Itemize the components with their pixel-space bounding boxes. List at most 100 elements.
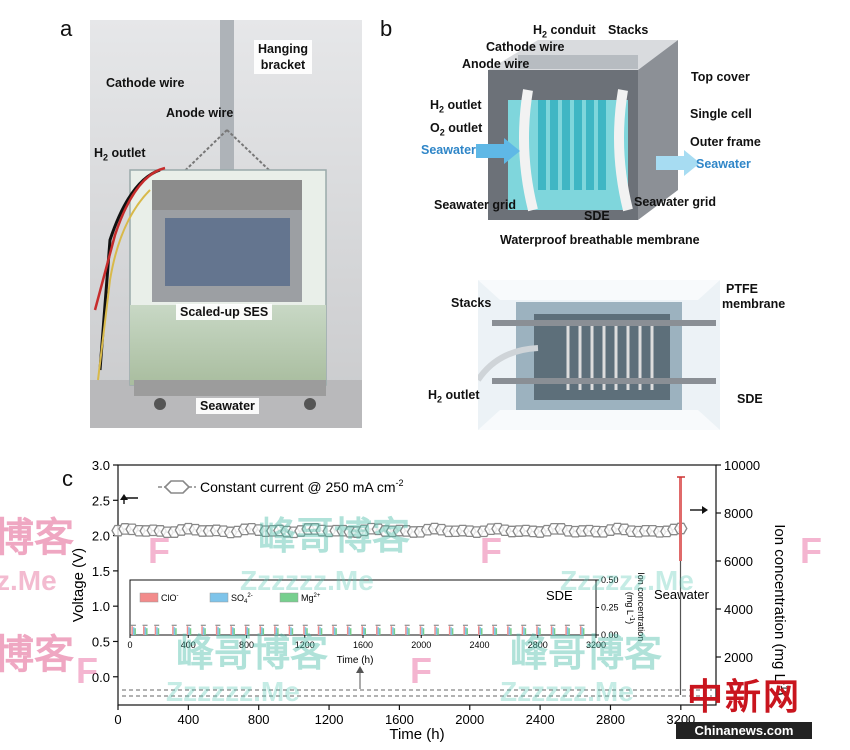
label-outer-frame: Outer frame bbox=[690, 135, 761, 149]
x-tick-label: 1600 bbox=[385, 712, 414, 727]
inset-bar-so4 bbox=[202, 627, 205, 635]
y-tick-label: 3.0 bbox=[92, 460, 110, 473]
label-top-cover: Top cover bbox=[691, 70, 750, 84]
inset-bar-so4 bbox=[566, 627, 569, 635]
inset-bar-mg bbox=[582, 628, 585, 635]
inset-bar-clo bbox=[131, 626, 133, 635]
h2-outlet-photo-tail: outlet bbox=[442, 388, 480, 402]
label-o2-outlet: O2 outlet bbox=[430, 121, 482, 138]
y-tick-label: 1.5 bbox=[92, 564, 110, 579]
inset-bar-mg bbox=[204, 628, 206, 635]
inset-y-label-line1: Ion concentration bbox=[636, 572, 646, 641]
inset-bar-so4 bbox=[304, 627, 307, 635]
inset-bar-so4 bbox=[261, 627, 263, 635]
inset-bar-clo bbox=[419, 626, 422, 635]
inset-bar-clo bbox=[230, 626, 232, 635]
inset-bar-clo bbox=[521, 626, 524, 635]
inset-bar-mg bbox=[510, 628, 512, 635]
label-hanging-bracket: Hanging bracket bbox=[254, 40, 312, 74]
inset-bar-mg bbox=[568, 628, 570, 635]
inset-bar-clo bbox=[154, 626, 157, 635]
inset-bar-clo bbox=[245, 626, 247, 635]
h2-outlet-b-tail: outlet bbox=[444, 98, 482, 112]
photo-illustration bbox=[90, 20, 362, 428]
inset-bar-mg bbox=[306, 628, 308, 635]
voltage-stability-chart: Voltage (V) Time (h) Ion concentration (… bbox=[70, 460, 789, 743]
inset-bar-mg bbox=[466, 628, 468, 635]
legend-label: Constant current @ 250 mA cm-2 bbox=[200, 478, 404, 495]
inset-bar-mg bbox=[495, 628, 498, 635]
label-h2-outlet-b: H2 outlet bbox=[430, 98, 482, 115]
inset-bar-clo bbox=[376, 626, 378, 635]
y-axis-label: Voltage (V) bbox=[70, 548, 87, 622]
stack-photo-illustration bbox=[478, 280, 720, 430]
legend-marker bbox=[163, 480, 191, 494]
o2-outlet-o: O bbox=[430, 121, 440, 135]
inset-frame bbox=[129, 579, 597, 636]
inset-bar-clo bbox=[550, 626, 553, 635]
inset-bar-so4 bbox=[523, 627, 525, 635]
inset-bar-mg bbox=[364, 628, 366, 635]
inset-bar-so4 bbox=[156, 627, 158, 635]
label-h2-outlet-a: H2 outlet bbox=[94, 146, 146, 163]
y2-tick-label: 10000 bbox=[724, 460, 760, 473]
h2-conduit-sub: 2 bbox=[542, 29, 548, 40]
inset-bar-clo bbox=[143, 626, 145, 635]
inset-bar-so4 bbox=[552, 627, 554, 635]
chinanews-logo-site: Chinanews.com bbox=[676, 722, 812, 739]
inset-bar-mg bbox=[422, 628, 425, 635]
inset-bar-clo bbox=[390, 626, 393, 635]
y-tick-label: 0.5 bbox=[92, 634, 110, 649]
inset-bar-so4 bbox=[188, 627, 190, 635]
inset-bar-mg bbox=[481, 628, 483, 635]
inset-legend-swatch bbox=[139, 592, 159, 603]
inset-bar-mg bbox=[349, 628, 352, 635]
photo-scaled-up-ses bbox=[90, 20, 362, 428]
label-seawater-a: Seawater bbox=[196, 398, 259, 414]
inset-bar-so4 bbox=[464, 627, 467, 635]
label-anode-wire-b: Anode wire bbox=[462, 57, 530, 71]
label-stacks-b: Stacks bbox=[608, 23, 649, 37]
h2-outlet-a-h: H bbox=[94, 146, 104, 160]
inset-bar-clo bbox=[332, 626, 334, 635]
inset-bar-mg bbox=[539, 628, 541, 635]
label-membrane: Waterproof breathable membrane bbox=[500, 233, 700, 247]
inset-bar-mg bbox=[277, 628, 279, 635]
y2-tick-label: 6000 bbox=[724, 554, 753, 569]
ptfe-line2: membrane bbox=[722, 297, 786, 311]
inset-bar-mg bbox=[262, 628, 265, 635]
inset-bar-so4 bbox=[494, 627, 496, 635]
inset-bar-mg bbox=[524, 628, 527, 635]
label-h2-outlet-photo: H2 outlet bbox=[428, 388, 480, 405]
inset-bar-so4 bbox=[144, 627, 147, 635]
y2-axis-label-sup: -1 bbox=[778, 682, 789, 691]
inset-bar-mg bbox=[379, 628, 381, 635]
label-seawater-grid-right: Seawater grid bbox=[634, 195, 716, 209]
inset-bar-so4 bbox=[392, 627, 394, 635]
inset-bar-so4 bbox=[319, 627, 321, 635]
inset-bar-clo bbox=[201, 626, 203, 635]
inset-points bbox=[130, 624, 585, 635]
inset-bar-mg bbox=[291, 628, 294, 635]
label-cathode-wire-a: Cathode wire bbox=[106, 76, 185, 90]
y-tick-label: 2.5 bbox=[92, 493, 110, 508]
inset-bar-mg bbox=[248, 628, 250, 635]
inset-bar-mg bbox=[451, 628, 454, 635]
inset-bar-clo bbox=[478, 626, 480, 635]
inset-y-label-unit: (mg L bbox=[625, 592, 635, 615]
ptfe-line1: PTFE bbox=[726, 282, 758, 296]
inset-legend-label-sup: 2+ bbox=[314, 593, 321, 599]
inset-bar-clo bbox=[186, 626, 189, 635]
h2-outlet-photo-sub: 2 bbox=[437, 394, 443, 405]
inset-bar-clo bbox=[215, 626, 218, 635]
inset-bar-so4 bbox=[363, 627, 365, 635]
y2-tick-label: 2000 bbox=[724, 650, 753, 665]
inset-bar-so4 bbox=[450, 627, 452, 635]
plot-area-frame bbox=[117, 464, 717, 706]
y2-axis-label-main: Ion concentration (mg L bbox=[771, 524, 788, 682]
x-axis-label: Time (h) bbox=[389, 726, 444, 743]
inset-legend-label-sup: 2- bbox=[247, 593, 252, 599]
label-seawater-grid-left: Seawater grid bbox=[434, 198, 516, 212]
inset-legend-label: ClO- bbox=[161, 593, 179, 603]
